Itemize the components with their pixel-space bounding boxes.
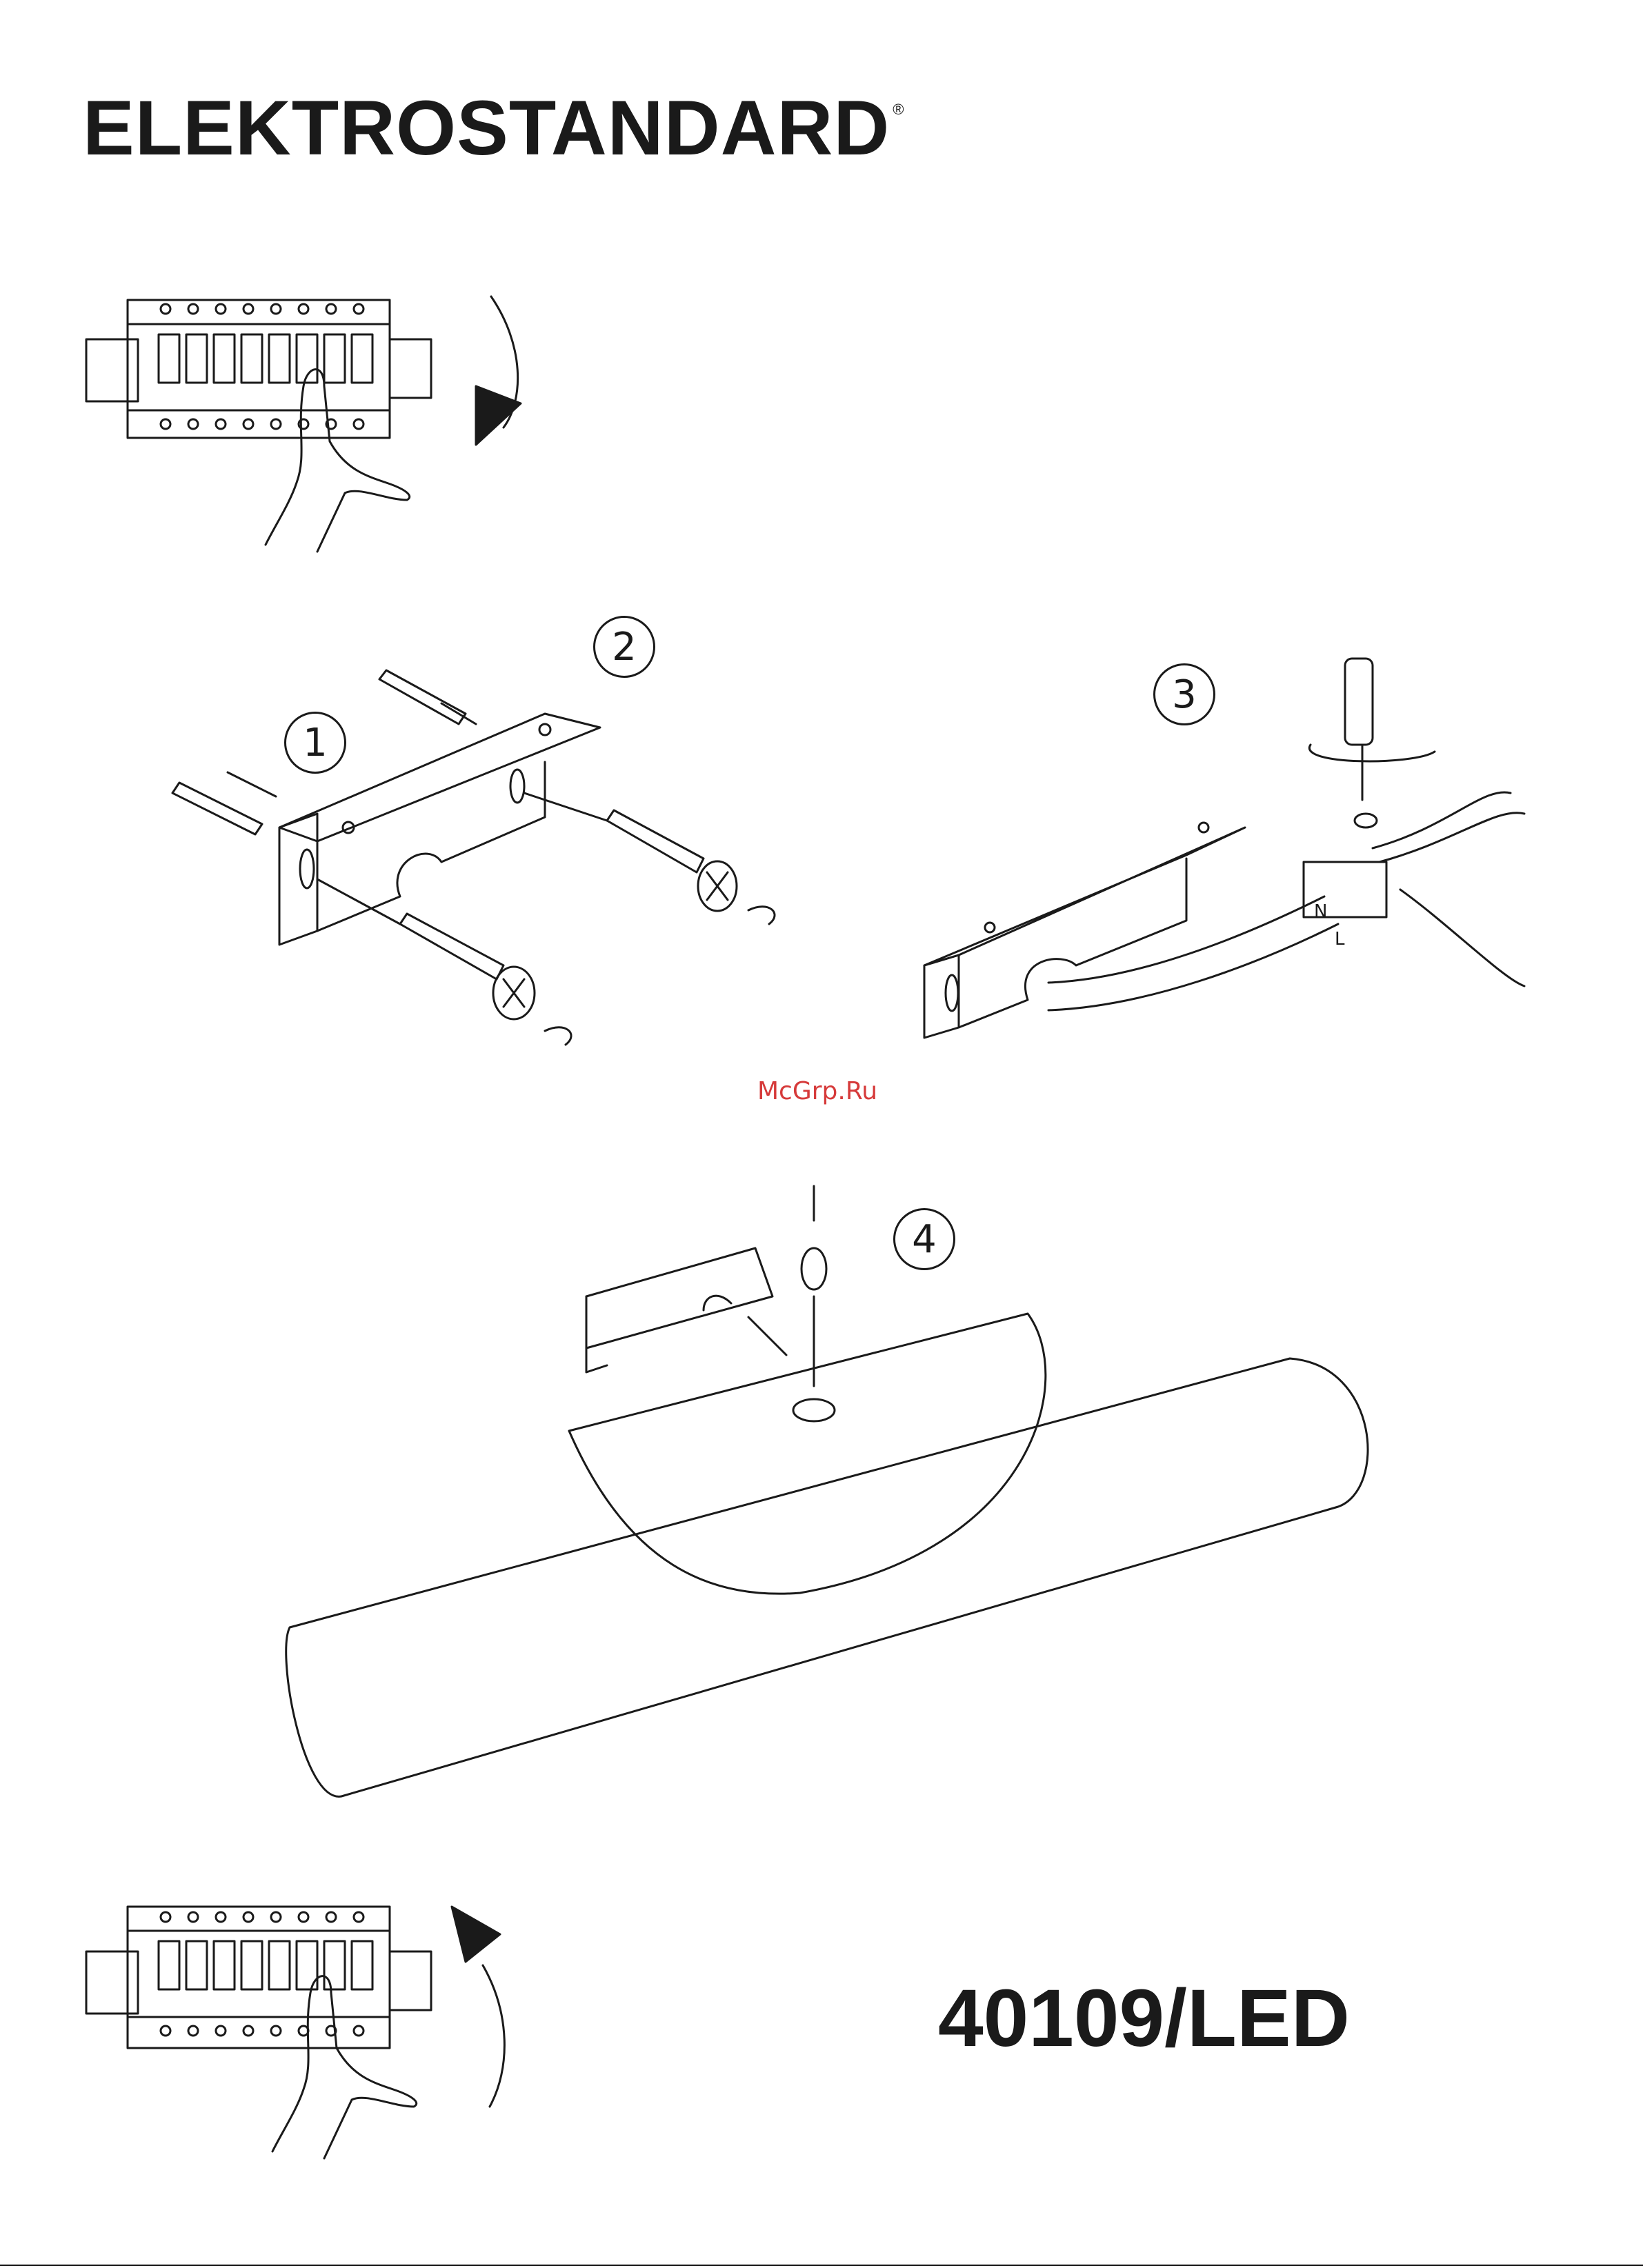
rotate-arrow-icon (748, 907, 775, 924)
watermark: McGrp.Ru (757, 1077, 877, 1105)
lamp-body (286, 1186, 1368, 1796)
arrow-head-icon (476, 386, 521, 445)
live-label: L (1335, 929, 1345, 950)
wiring-connection (924, 659, 1524, 1038)
rotate-arrow-icon (483, 1965, 504, 2107)
bracket-mounting (172, 670, 775, 1045)
step-number-2: 2 (593, 616, 655, 678)
rotate-arrow-icon (545, 1027, 571, 1045)
hand-icon (266, 370, 410, 552)
step-number-3: 3 (1153, 663, 1215, 725)
breaker-panel-off (86, 297, 521, 552)
hand-icon (272, 1976, 417, 2158)
arrow-head-icon (452, 1907, 500, 1962)
neutral-label: N (1314, 901, 1327, 922)
step-number-1: 1 (284, 712, 346, 774)
step-number-4: 4 (893, 1208, 955, 1270)
model-number: 40109/LED (938, 1978, 1350, 2059)
breaker-panel-on (86, 1907, 504, 2158)
